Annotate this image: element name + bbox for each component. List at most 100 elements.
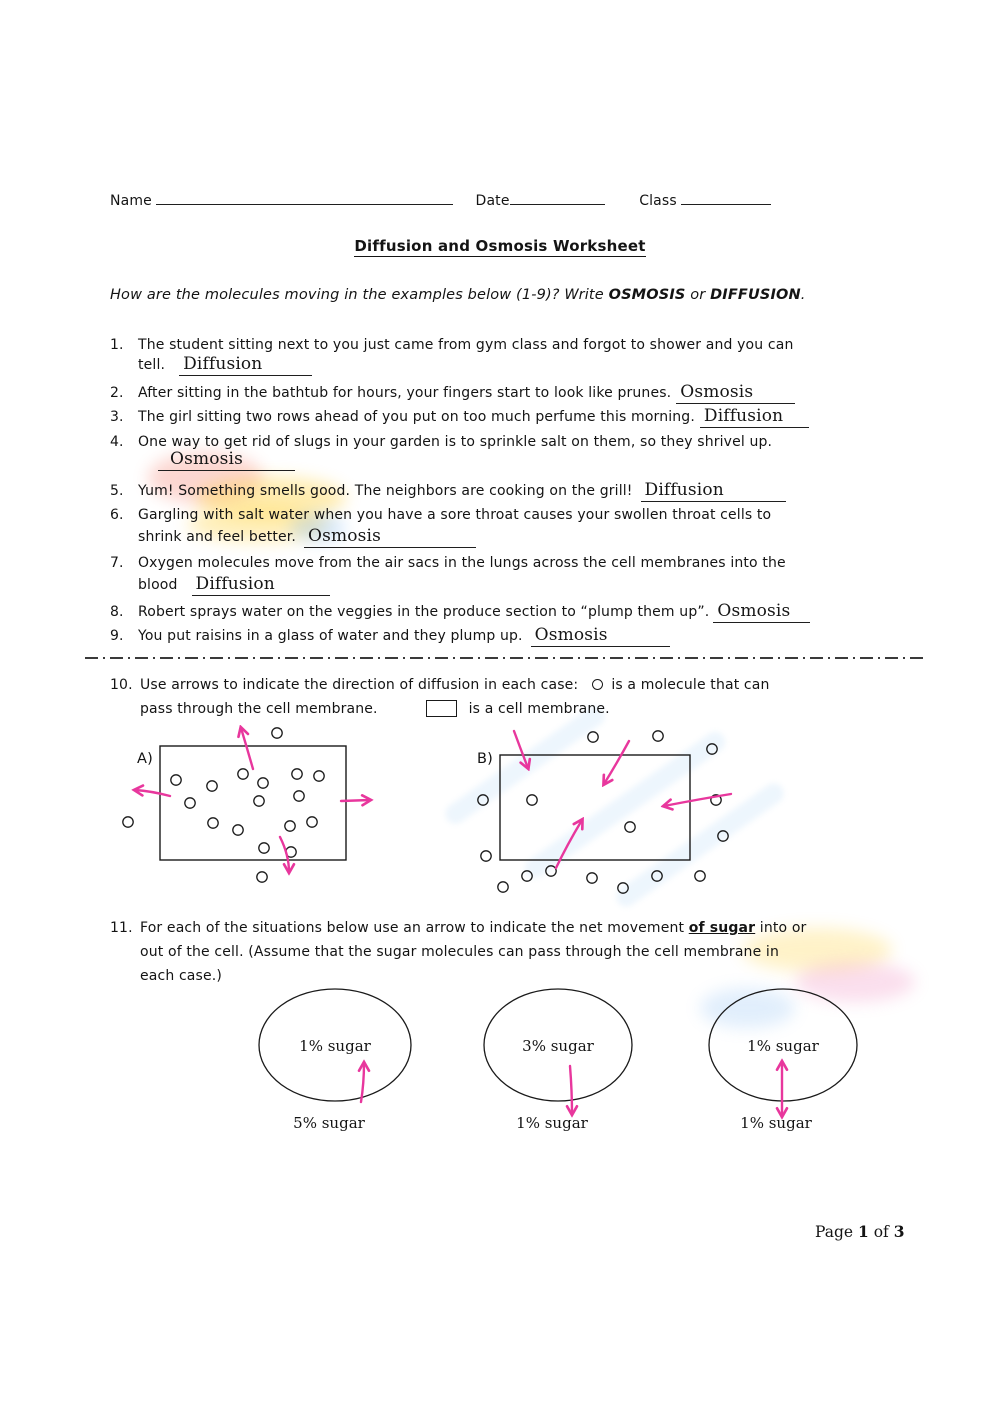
molecule-circle	[521, 870, 533, 882]
question-text: Gargling with salt water when you have a…	[138, 507, 772, 523]
molecule-circle	[545, 865, 557, 877]
molecule-circle	[206, 780, 218, 792]
question-text: You put raisins in a glass of water and …	[138, 628, 523, 644]
period: .	[800, 287, 806, 303]
question-7-answer: Diffusion	[191, 574, 330, 596]
watermark-blob	[795, 962, 915, 1002]
cell-1-inside-label: 1% sugar	[299, 1037, 371, 1055]
molecule-circle	[624, 821, 636, 833]
molecule-circle	[587, 731, 599, 743]
question-number: 3.	[110, 409, 124, 425]
question-text: Oxygen molecules move from the air sacs …	[138, 555, 786, 571]
name-label: Name	[110, 193, 152, 209]
question-number: 8.	[110, 604, 124, 620]
molecule-circle	[258, 842, 270, 854]
molecule-circle	[271, 727, 283, 739]
diffusion-arrow	[512, 729, 528, 768]
question-5-answer: Diffusion	[640, 480, 786, 502]
molecule-circle	[526, 794, 538, 806]
name-blank-line	[155, 190, 453, 205]
molecule-circle	[651, 870, 663, 882]
molecule-circle	[122, 816, 134, 828]
question-4-answer: Osmosis	[158, 449, 295, 471]
question-5: 5.Yum! Something smells good. The neighb…	[110, 480, 786, 502]
question-text: pass through the cell membrane.	[140, 701, 378, 717]
molecule-legend-icon	[592, 679, 604, 690]
molecule-circle	[237, 768, 249, 780]
molecule-circle	[253, 795, 265, 807]
question-9-answer: Osmosis	[530, 625, 670, 647]
cell-3-inside-label: 1% sugar	[747, 1037, 819, 1055]
molecule-circle	[586, 872, 598, 884]
diffusion-arrow	[135, 790, 172, 798]
diagram-a-label: A)	[137, 751, 153, 767]
date-blank-line	[509, 190, 605, 205]
question-6-answer-line: shrink and feel better.Osmosis	[138, 526, 476, 548]
sugar-arrow-into-cell-1	[361, 1063, 364, 1104]
watermark-blob	[196, 477, 346, 519]
question-11-line-1: 11. For each of the situations below use …	[110, 918, 806, 939]
question-number: 5.	[110, 483, 124, 499]
diffusion-arrow	[339, 800, 370, 801]
question-11-line-3: each case.)	[140, 966, 222, 987]
question-text: The student sitting next to you just cam…	[138, 337, 794, 353]
molecule-circle	[184, 797, 196, 809]
question-1: 1. The student sitting next to you just c…	[110, 335, 793, 356]
of-sugar-emphasis: of sugar	[688, 920, 756, 936]
question-number: 11.	[110, 920, 133, 936]
question-text: is a cell membrane.	[468, 701, 610, 717]
question-3: 3.The girl sitting two rows ahead of you…	[110, 406, 810, 428]
question-text: shrink and feel better.	[138, 529, 296, 545]
instructions: How are the molecules moving in the exam…	[110, 287, 806, 303]
molecule-circle	[170, 774, 182, 786]
sugar-arrow-out-of-cell-2	[570, 1064, 572, 1114]
question-number: 6.	[110, 507, 124, 523]
question-number: 9.	[110, 628, 124, 644]
membrane-legend-icon	[425, 700, 457, 717]
molecule-circle	[477, 794, 489, 806]
molecule-circle	[717, 830, 729, 842]
cell-2-inside-label: 3% sugar	[522, 1037, 594, 1055]
molecule-circle	[232, 824, 244, 836]
cell-1-outside-label: 5% sugar	[293, 1114, 365, 1132]
diffusion-arrow	[554, 820, 582, 870]
question-text: each case.)	[140, 968, 222, 984]
page-footer: Page 1 of 3	[815, 1222, 905, 1241]
diffusion-arrow	[278, 835, 289, 872]
molecule-circle	[497, 881, 509, 893]
cell-membrane-rect	[499, 754, 691, 861]
question-6: 6. Gargling with salt water when you have…	[110, 505, 771, 526]
molecule-circle	[284, 820, 296, 832]
page-total: 3	[893, 1222, 905, 1241]
question-text: For each of the situations below use an …	[140, 920, 689, 936]
molecule-circle	[257, 777, 269, 789]
watermark-blob	[742, 928, 892, 972]
class-blank-line	[680, 190, 771, 205]
cell-ellipse-2	[483, 988, 633, 1102]
question-number: 1.	[110, 337, 124, 353]
molecule-circle	[694, 870, 706, 882]
sugar-cells-diagram: 1% sugar 3% sugar 1% sugar 5% sugar 1% s…	[258, 988, 858, 1132]
page-title: Diffusion and Osmosis Worksheet	[354, 237, 646, 257]
diffusion-diagrams: A) B)	[122, 715, 733, 894]
question-11-line-2: out of the cell. (Assume that the sugar …	[140, 942, 779, 963]
diagram-b	[477, 729, 733, 894]
molecule-circle	[207, 817, 219, 829]
cell-2-outside-label: 1% sugar	[516, 1114, 588, 1132]
diagram-b-label: B)	[477, 751, 493, 767]
question-number: 7.	[110, 555, 124, 571]
diffusion-arrow	[604, 739, 631, 784]
watermark-blob	[290, 514, 345, 542]
diffusion-word: DIFFUSION	[710, 287, 801, 303]
question-10-line-1: 10.Use arrows to indicate the direction …	[110, 675, 770, 696]
diffusion-arrow	[664, 792, 733, 806]
date-label: Date	[475, 193, 510, 209]
cell-3-outside-label: 1% sugar	[740, 1114, 812, 1132]
question-number: 10.	[110, 677, 133, 693]
molecule-circle	[710, 794, 722, 806]
question-4-answer-line: Osmosis	[158, 449, 295, 471]
question-number: 4.	[110, 434, 124, 450]
question-8-answer: Osmosis	[713, 601, 811, 623]
class-label: Class	[639, 193, 677, 209]
